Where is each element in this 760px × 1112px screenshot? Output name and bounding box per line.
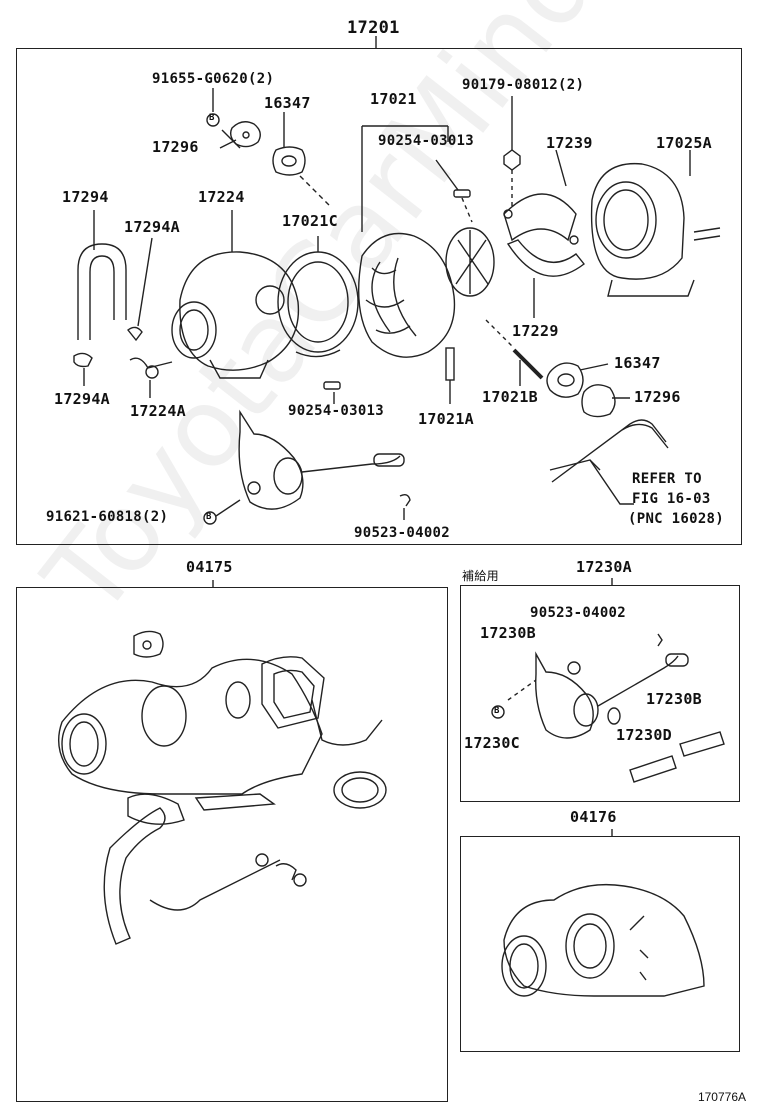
turbine-housing-17224-icon bbox=[179, 251, 300, 371]
turbo-assembly-04175-icon bbox=[58, 658, 323, 795]
refer-text-line2: FIG 16-03 bbox=[632, 491, 711, 507]
part-label-17296-bottom: 17296 bbox=[634, 388, 681, 406]
heat-shield-17021c-icon bbox=[277, 251, 359, 353]
pin-90254-top-icon bbox=[453, 189, 471, 198]
actuator-17230a-icon bbox=[535, 651, 594, 739]
figure-id: 170776A bbox=[697, 1090, 746, 1104]
part-label-90523: 90523-04002 bbox=[354, 525, 451, 541]
hose-17230d-icon bbox=[629, 731, 725, 783]
part-label-91621: 91621-60818(2) bbox=[46, 509, 169, 525]
supply-note: 補給用 bbox=[462, 569, 499, 583]
kit-17230a-box bbox=[460, 585, 740, 802]
hose-17294-icon bbox=[77, 243, 127, 340]
part-label-17021a: 17021A bbox=[418, 410, 474, 428]
stud-17021a-icon bbox=[445, 347, 455, 381]
refer-text-line1: REFER TO bbox=[632, 471, 702, 487]
pin-90254-bottom-icon bbox=[323, 381, 341, 390]
part-label-17230c: 17230C bbox=[464, 734, 520, 752]
part-label-90254-top: 90254-03013 bbox=[378, 133, 475, 149]
bolt-b-marker-icon bbox=[491, 705, 505, 719]
part-label-17294a: 17294A bbox=[124, 218, 180, 236]
kit-04175-box bbox=[16, 587, 448, 1102]
marker-b-top: B bbox=[209, 113, 215, 123]
part-label-90179: 90179-08012(2) bbox=[462, 77, 585, 93]
oil-pipe-icon bbox=[551, 419, 669, 483]
part-label-17025a: 17025A bbox=[656, 134, 712, 152]
part-label-17294: 17294 bbox=[62, 188, 109, 206]
part-label-17230d: 17230D bbox=[616, 726, 672, 744]
clip-17294a-icon bbox=[127, 326, 143, 342]
bolt-b-marker-icon bbox=[203, 511, 217, 525]
refer-text-line3: (PNC 16028) bbox=[628, 511, 725, 527]
kit-number-04175: 04175 bbox=[186, 558, 233, 576]
gasket-16347-top-icon bbox=[272, 146, 306, 176]
nut-90179-icon bbox=[503, 149, 521, 171]
part-label-90523-kit: 90523-04002 bbox=[530, 605, 627, 621]
marker-b-actuator: B bbox=[206, 512, 212, 522]
clip-17230b-icon bbox=[567, 661, 581, 675]
stud-17021b-icon bbox=[512, 348, 544, 380]
part-label-17021: 17021 bbox=[370, 90, 417, 108]
part-label-16347-top: 16347 bbox=[264, 94, 311, 112]
part-label-17224a: 17224A bbox=[130, 402, 186, 420]
assembly-number-17201: 17201 bbox=[347, 18, 400, 38]
part-label-17239: 17239 bbox=[546, 134, 593, 152]
kit-number-17230a: 17230A bbox=[576, 558, 632, 576]
part-label-17296-top: 17296 bbox=[152, 138, 199, 156]
part-label-91655: 91655-G0620(2) bbox=[152, 71, 275, 87]
clip-17294a-bottom-icon bbox=[73, 352, 93, 368]
clamp-17229-icon bbox=[506, 239, 585, 277]
gasket-17296-top-icon bbox=[229, 121, 261, 148]
washer-17230b-icon bbox=[607, 707, 621, 725]
main-assembly-box bbox=[16, 48, 742, 545]
clip-90523-icon bbox=[399, 493, 411, 507]
gasket-17296-bottom-icon bbox=[581, 384, 616, 418]
kit-number-04176: 04176 bbox=[570, 808, 617, 826]
outlet-elbow-17025a-icon bbox=[590, 162, 685, 280]
actuator-icon bbox=[238, 409, 304, 510]
clamp-17239-icon bbox=[503, 193, 577, 242]
kit-04176-box bbox=[460, 836, 740, 1052]
part-label-17224: 17224 bbox=[198, 188, 245, 206]
marker-b-kit: B bbox=[494, 706, 500, 716]
part-label-17021b: 17021B bbox=[482, 388, 538, 406]
part-label-17230b-top: 17230B bbox=[480, 624, 536, 642]
part-label-17021c: 17021C bbox=[282, 212, 338, 230]
oil-pipe-04175-icon bbox=[103, 807, 166, 945]
part-label-17230b-right: 17230B bbox=[646, 690, 702, 708]
gasket-16347-bottom-icon bbox=[546, 362, 584, 398]
part-label-16347-bottom: 16347 bbox=[614, 354, 661, 372]
turbo-core-04176-icon bbox=[503, 883, 705, 997]
center-housing-17021-icon bbox=[358, 232, 456, 358]
part-label-17294a-bottom: 17294A bbox=[54, 390, 110, 408]
part-label-90254-bottom: 90254-03013 bbox=[288, 403, 385, 419]
bolt-b-marker-icon bbox=[206, 113, 220, 127]
part-label-17229: 17229 bbox=[512, 322, 559, 340]
